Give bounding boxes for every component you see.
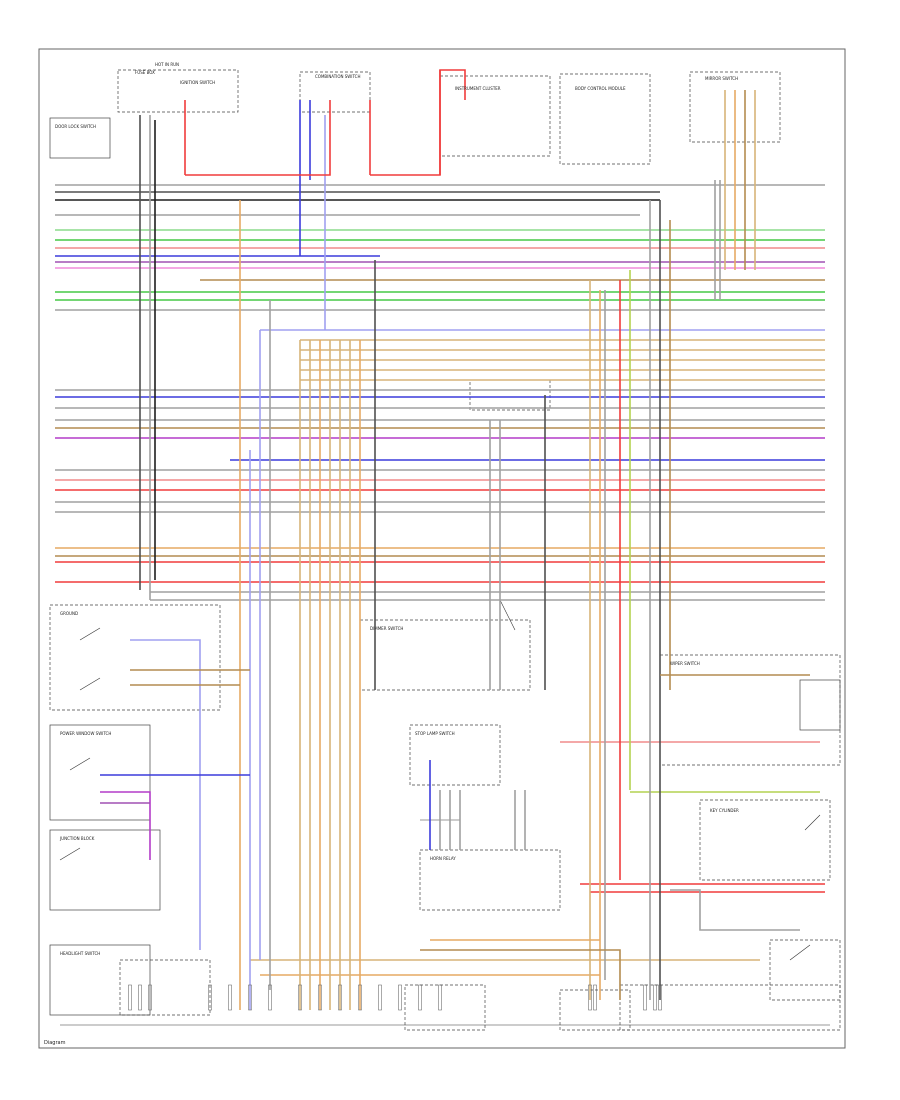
- connector-pin-17: [643, 984, 647, 1011]
- connector-pin-18: [653, 984, 657, 1011]
- connector-pin-5: [248, 984, 252, 1011]
- component-fuse-box: [49, 69, 781, 165]
- connector-pin-8: [318, 984, 322, 1011]
- component-label-10: JUNCTION BLOCK: [59, 836, 95, 841]
- connector-pin-0: [128, 984, 132, 1011]
- component-label-5: BODY CONTROL MODULE: [575, 86, 626, 91]
- diagram-frame: [38, 48, 846, 1049]
- wire-bend-gray-right: [670, 889, 800, 931]
- component-label-2: IGNITION SWITCH: [180, 80, 215, 85]
- wire-bend-red-fuse: [370, 69, 466, 176]
- component-label-6: MIRROR SWITCH: [705, 76, 738, 81]
- component-label-16: KEY CYLINDER: [710, 808, 739, 813]
- pin-ticks: [128, 984, 662, 1011]
- connector-pin-9: [338, 984, 342, 1011]
- connector-pin-15: [588, 984, 592, 1011]
- connector-pin-6: [268, 984, 272, 1011]
- component-bottom-connectors: [60, 984, 830, 1031]
- wire-group: [55, 69, 825, 1010]
- component-label-1: FUSE BOX: [135, 70, 155, 75]
- wire-bend-lightblue-left: [130, 639, 201, 950]
- component-right: [559, 654, 841, 1031]
- component-label-12: DIMMER SWITCH: [370, 626, 403, 631]
- component-label-4: INSTRUMENT CLUSTER: [455, 86, 501, 91]
- connector-pin-13: [418, 984, 422, 1011]
- connector-pin-1: [138, 984, 142, 1011]
- wire-bend-brown-bottom: [420, 949, 621, 1000]
- component-label-11: HEADLIGHT SWITCH: [60, 951, 100, 956]
- component-label-8: GROUND: [60, 611, 78, 616]
- connector-pin-11: [378, 984, 382, 1011]
- connector-pin-16: [593, 984, 597, 1011]
- component-label-3: COMBINATION SWITCH: [315, 74, 360, 79]
- component-label-7: DOOR LOCK SWITCH: [55, 124, 96, 129]
- component-label-9: POWER WINDOW SWITCH: [60, 731, 111, 736]
- component-label-14: HORN RELAY: [430, 856, 456, 861]
- connector-pin-4: [228, 984, 232, 1011]
- connector-pin-12: [398, 984, 402, 1011]
- wire-bend-red-top: [185, 100, 331, 176]
- connector-pin-7: [298, 984, 302, 1011]
- connector-pin-14: [438, 984, 442, 1011]
- component-label-13: STOP LAMP SWITCH: [415, 731, 455, 736]
- legend-text: Diagram: [44, 1040, 66, 1046]
- connector-pin-3: [208, 984, 212, 1011]
- connector-pin-2: [148, 984, 152, 1011]
- wire-bend-purple-left: [100, 791, 151, 860]
- connector-pin-10: [358, 984, 362, 1011]
- component-left-switches: [49, 604, 221, 1016]
- component-label-15: WIPER SWITCH: [670, 661, 700, 666]
- component-label-0: HOT IN RUN: [155, 62, 179, 67]
- connector-pin-19: [658, 984, 662, 1011]
